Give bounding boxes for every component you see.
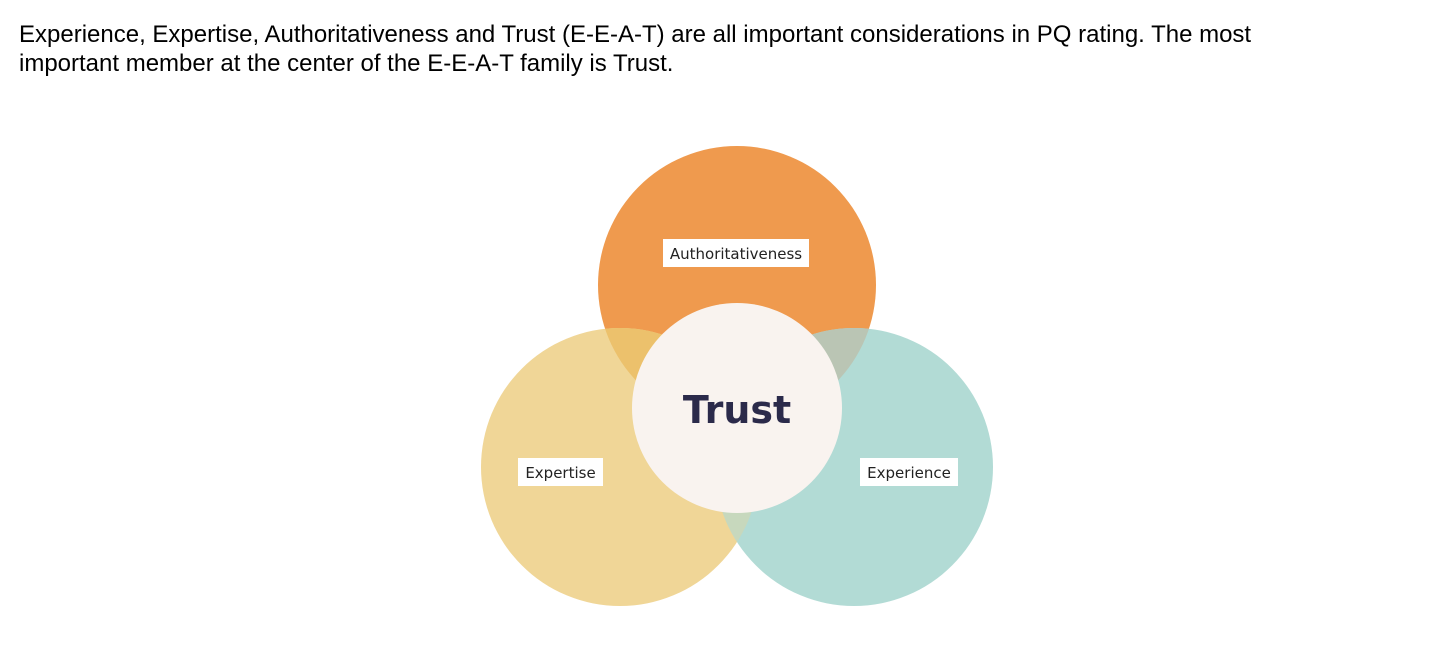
intro-line-1: Experience, Expertise, Authoritativeness… <box>19 21 1252 48</box>
intro-paragraph: Experience, Expertise, Authoritativeness… <box>19 20 1429 78</box>
expertise-label-box: Expertise <box>518 458 603 486</box>
authoritativeness-label: Authoritativeness <box>670 245 802 263</box>
intro-line-2: important member at the center of the E-… <box>19 50 674 77</box>
experience-label: Experience <box>867 464 951 482</box>
expertise-label: Expertise <box>525 464 595 482</box>
experience-label-box: Experience <box>860 458 958 486</box>
trust-label: Trust <box>683 388 791 432</box>
authoritativeness-label-box: Authoritativeness <box>663 239 809 267</box>
trust-circle <box>632 303 842 513</box>
